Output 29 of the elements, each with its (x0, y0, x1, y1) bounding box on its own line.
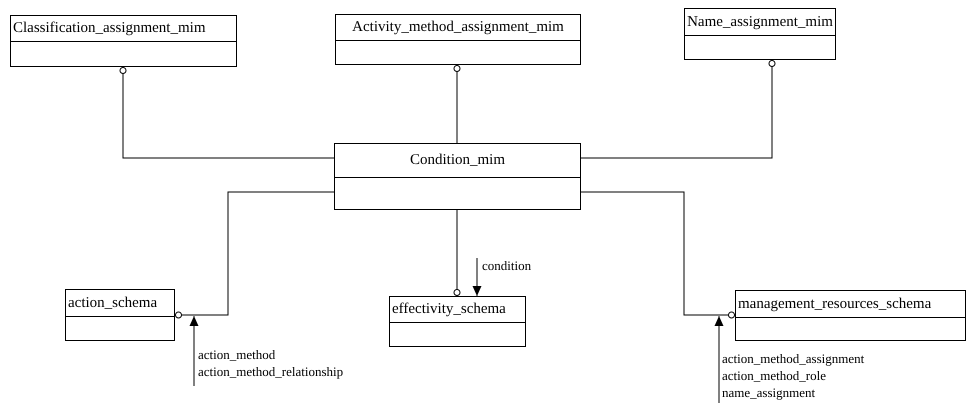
entity-box (684, 8, 836, 60)
arrow (472, 258, 482, 296)
entity-box (389, 296, 526, 347)
entity-name: management_resources_schema (738, 296, 932, 312)
entity-box (335, 14, 581, 65)
entity-box (334, 143, 581, 210)
entity-name: Classification_assignment_mim (13, 21, 206, 36)
entity-name: Name_assignment_mim (687, 14, 833, 30)
attribute-label: action_method_relationship (198, 363, 344, 380)
connector (174, 192, 334, 318)
entity-name: action_schema (68, 296, 158, 310)
entity-box (65, 289, 175, 341)
entity-box (735, 290, 966, 341)
attribute-label: name_assignment (722, 384, 816, 401)
connector (454, 210, 460, 296)
arrow (190, 316, 198, 386)
entity-box (10, 15, 237, 67)
edge-label: condition (482, 259, 532, 272)
connector (580, 60, 776, 158)
connector (120, 66, 334, 158)
attribute-label: action_method_role (722, 367, 827, 384)
entity-name: effectivity_schema (392, 302, 506, 317)
entity-name: Activity_method_assignment_mim (352, 20, 564, 35)
entity-name: Condition_mim (410, 153, 505, 168)
attribute-label: action_method (198, 346, 276, 363)
connector (454, 64, 460, 144)
arrow (714, 316, 724, 404)
attribute-label: action_method_assignment (722, 350, 864, 367)
connector (580, 192, 736, 318)
